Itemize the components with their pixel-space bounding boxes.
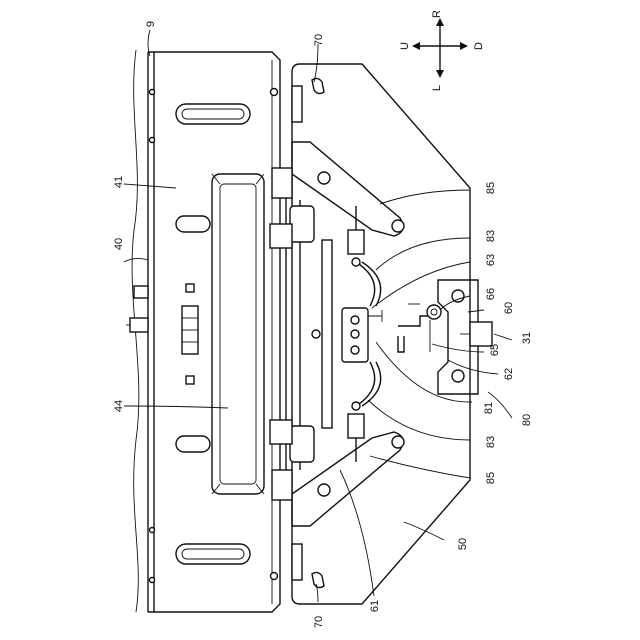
- cover-slots: [176, 104, 250, 564]
- bracket-tab: [368, 310, 382, 322]
- slot-short: [176, 436, 210, 452]
- slot-short: [176, 216, 210, 232]
- label-81: 81: [483, 402, 495, 414]
- compass-arrow-up: [436, 18, 444, 26]
- label-83-top: 83: [485, 230, 497, 242]
- label-66: 66: [485, 288, 497, 300]
- compass-label-up: R: [431, 10, 443, 18]
- mech-bolt-66: [427, 305, 441, 319]
- upper-arm-end: [392, 220, 404, 232]
- stud: [150, 578, 155, 583]
- stud: [150, 90, 155, 95]
- upper-linkage: [270, 142, 404, 254]
- leader-50: [404, 522, 444, 540]
- bracket-bolt: [351, 330, 359, 338]
- right-mechanism: [398, 280, 492, 394]
- label-83-bottom: 83: [485, 436, 497, 448]
- leader-31: [494, 334, 512, 340]
- label-70-bottom: 70: [313, 616, 325, 628]
- label-85-top: 85: [485, 182, 497, 194]
- leader-85-bottom: [370, 456, 470, 478]
- hinge-top: [292, 86, 302, 122]
- slot: [176, 544, 250, 564]
- upper-clamp: [290, 206, 314, 242]
- mech-screw-top: [452, 290, 464, 302]
- lower-arm-pivot: [318, 484, 330, 496]
- label-9: 9: [145, 21, 157, 27]
- label-44: 44: [113, 400, 125, 412]
- lower-rod-block: [348, 414, 364, 438]
- compass-arrow-left: [412, 42, 420, 50]
- hinge-bolt: [271, 89, 278, 96]
- slot-inner: [182, 549, 244, 559]
- leader-40: [124, 258, 148, 262]
- spring-anchor: [352, 258, 360, 266]
- cover-panel: [148, 52, 280, 612]
- fitting: [134, 286, 148, 298]
- handle: [212, 174, 264, 494]
- compass-label-right: D: [473, 42, 485, 50]
- mech-screw-bottom: [452, 370, 464, 382]
- slot-inner: [182, 109, 244, 119]
- label-61: 61: [369, 600, 381, 612]
- bracket-bolt: [351, 346, 359, 354]
- leader-41: [124, 184, 176, 188]
- compass-label-left: U: [399, 42, 411, 50]
- upper-arm-pivot: [318, 172, 330, 184]
- lower-arm-end: [392, 436, 404, 448]
- lower-linkage: [270, 414, 404, 526]
- label-50: 50: [457, 538, 469, 550]
- label-41: 41: [113, 176, 125, 188]
- compass-label-down: L: [431, 85, 443, 91]
- lower-clamp: [290, 426, 314, 462]
- label-70-top: 70: [313, 34, 325, 46]
- compass-arrow-right: [460, 42, 468, 50]
- fitting: [130, 318, 148, 332]
- label-65: 65: [489, 344, 501, 356]
- spring-upper: [356, 262, 375, 306]
- spring-anchor: [352, 402, 360, 410]
- center-bracket: [342, 308, 382, 362]
- leader-61: [340, 470, 374, 596]
- compass-arrow-down: [436, 70, 444, 78]
- hinge-bolt: [271, 573, 278, 580]
- mech-block-31: [470, 322, 492, 346]
- handle-inner: [220, 184, 256, 484]
- upper-clamp-base: [270, 224, 292, 248]
- leader-83-bottom: [368, 400, 470, 440]
- slot: [176, 104, 250, 124]
- label-31: 31: [521, 332, 533, 344]
- leader-85-top: [380, 190, 470, 204]
- compass: R L U D: [399, 10, 485, 91]
- latch-pin: [186, 284, 194, 292]
- lower-clamp-base: [270, 420, 292, 444]
- mech-arm-62: [398, 316, 428, 326]
- stud: [150, 138, 155, 143]
- center-pin: [312, 330, 320, 338]
- label-63: 63: [485, 254, 497, 266]
- spring-lower: [356, 362, 375, 406]
- label-60: 60: [503, 302, 515, 314]
- hinge-ear: [312, 78, 324, 93]
- label-62: 62: [503, 368, 515, 380]
- label-40: 40: [113, 238, 125, 250]
- hinge-bottom: [292, 544, 302, 580]
- lower-block: [272, 470, 292, 500]
- upper-block: [272, 168, 292, 198]
- rail-slot: [322, 240, 332, 428]
- body-frame: [126, 50, 280, 612]
- upper-rod-block: [348, 230, 364, 254]
- latch-pin: [186, 376, 194, 384]
- label-80: 80: [521, 414, 533, 426]
- mech-hook: [398, 336, 404, 352]
- stud: [150, 528, 155, 533]
- bracket-bolt: [351, 316, 359, 324]
- label-85-bottom: 85: [485, 472, 497, 484]
- hinge-ear: [312, 572, 324, 587]
- leader-70-top: [314, 44, 318, 82]
